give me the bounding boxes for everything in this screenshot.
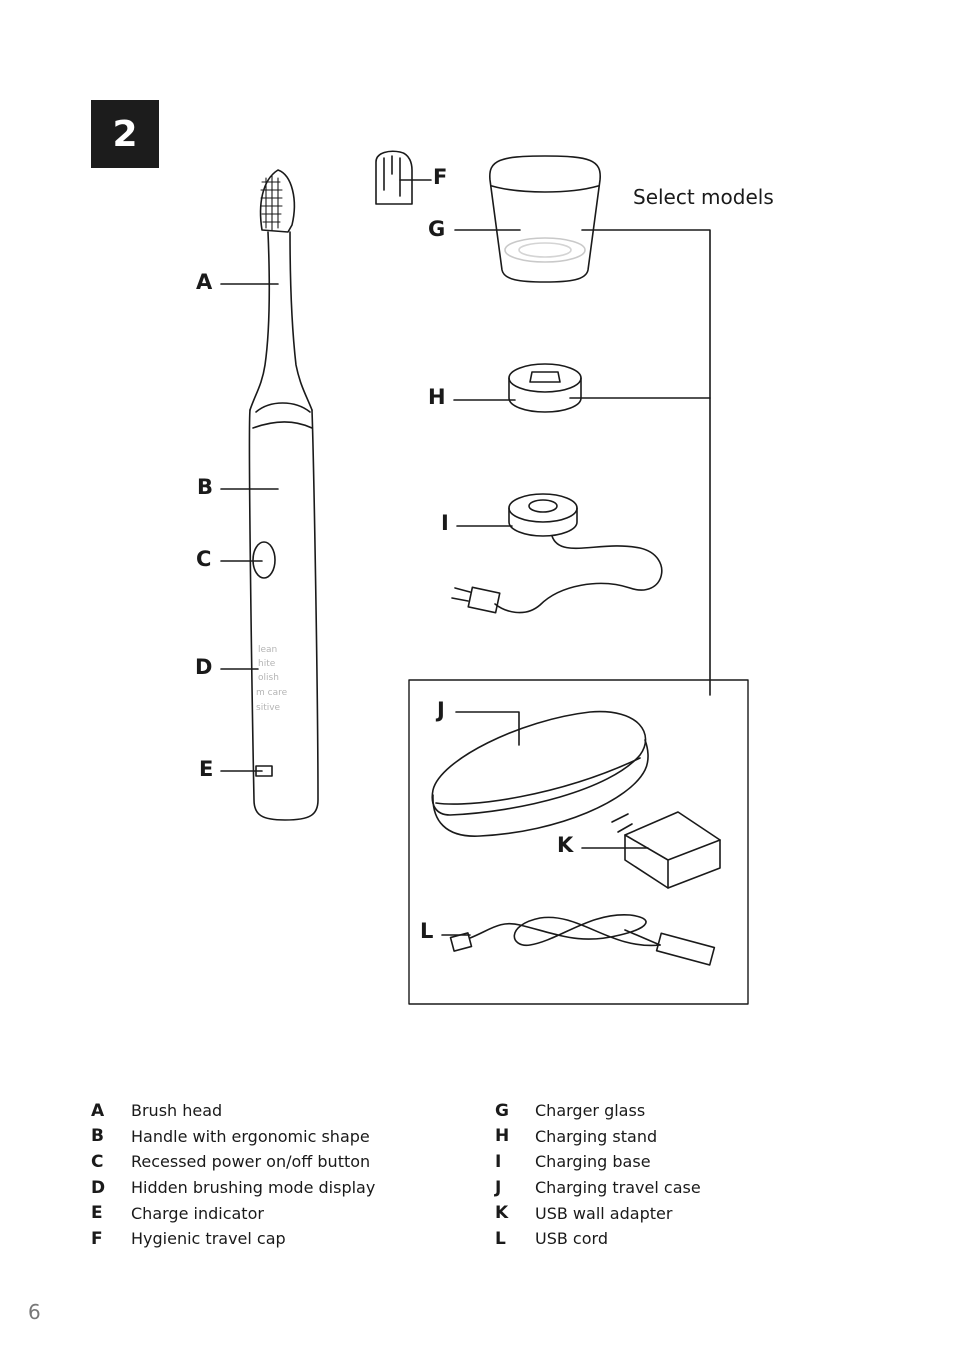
charging-stand-illustration bbox=[508, 363, 582, 413]
legend-key: B bbox=[91, 1126, 104, 1147]
charger-glass-illustration bbox=[489, 155, 601, 283]
legend-right: G Charger glass H Charging stand I Charging… bbox=[495, 1098, 701, 1252]
legend-left: A Brush head B Handle with ergonomic shape… bbox=[91, 1098, 375, 1252]
legend-row: F Hygienic travel cap bbox=[91, 1226, 375, 1252]
mode-text-2: hite bbox=[258, 659, 276, 669]
select-models-box bbox=[408, 679, 749, 1005]
legend-key: J bbox=[495, 1177, 502, 1198]
legend-row: E Charge indicator bbox=[91, 1200, 375, 1226]
legend-row: D Hidden brushing mode display bbox=[91, 1175, 375, 1201]
callout-F: F bbox=[433, 165, 447, 189]
travel-cap-illustration bbox=[375, 150, 413, 205]
legend-text: Hygienic travel cap bbox=[131, 1229, 286, 1249]
callout-A: A bbox=[196, 270, 213, 294]
usb-cord-illustration bbox=[449, 914, 716, 966]
legend-key: A bbox=[91, 1100, 105, 1121]
callout-J: J bbox=[435, 698, 445, 722]
callout-I: I bbox=[441, 511, 449, 535]
legend-row: G Charger glass bbox=[495, 1098, 701, 1124]
legend-row: K USB wall adapter bbox=[495, 1200, 701, 1226]
toothbrush-illustration: lean hite olish m care sitive bbox=[248, 169, 319, 821]
legend-key: C bbox=[91, 1151, 104, 1172]
legend-row: A Brush head bbox=[91, 1098, 375, 1124]
legend-key: D bbox=[91, 1177, 106, 1198]
wall-adapter-illustration bbox=[611, 811, 721, 889]
callout-L: L bbox=[420, 919, 433, 943]
legend-text: Charging base bbox=[535, 1152, 651, 1172]
charging-base-illustration bbox=[451, 493, 663, 614]
legend-text: Hidden brushing mode display bbox=[131, 1178, 376, 1198]
legend-row: B Handle with ergonomic shape bbox=[91, 1124, 375, 1150]
mode-text-4: m care bbox=[256, 688, 288, 698]
mode-text-3: olish bbox=[258, 673, 279, 683]
legend-key: F bbox=[91, 1228, 103, 1249]
legend-key: L bbox=[495, 1228, 506, 1249]
mode-text-5: sitive bbox=[256, 703, 281, 713]
callout-D: D bbox=[195, 655, 212, 679]
legend-text: USB cord bbox=[535, 1229, 608, 1249]
legend-key: E bbox=[91, 1203, 103, 1224]
legend-key: K bbox=[495, 1203, 509, 1224]
travel-case-illustration bbox=[431, 710, 649, 837]
callout-K: K bbox=[557, 833, 574, 857]
mode-text-1: lean bbox=[258, 645, 277, 655]
callout-G: G bbox=[428, 217, 445, 241]
callout-H: H bbox=[428, 385, 446, 409]
legend-row: I Charging base bbox=[495, 1149, 701, 1175]
legend-text: Charging stand bbox=[535, 1126, 658, 1146]
legend-row: J Charging travel case bbox=[495, 1175, 701, 1201]
page-number: 6 bbox=[28, 1300, 41, 1324]
legend-row: H Charging stand bbox=[495, 1124, 701, 1150]
legend-key: H bbox=[495, 1126, 510, 1147]
select-models-label: Select models bbox=[633, 185, 774, 209]
legend-row: L USB cord bbox=[495, 1226, 701, 1252]
legend-text: Charger glass bbox=[535, 1101, 646, 1121]
legend-key: I bbox=[495, 1151, 502, 1172]
legend-key: G bbox=[495, 1100, 509, 1121]
legend-text: Handle with ergonomic shape bbox=[131, 1126, 370, 1146]
legend-text: Charging travel case bbox=[535, 1178, 701, 1198]
callout-B: B bbox=[197, 475, 213, 499]
callout-C: C bbox=[196, 547, 211, 571]
legend-text: Charge indicator bbox=[131, 1203, 264, 1223]
figure-number-badge: 2 bbox=[91, 100, 159, 168]
callout-E: E bbox=[199, 757, 213, 781]
legend-text: Recessed power on/off button bbox=[131, 1152, 371, 1172]
legend-text: USB wall adapter bbox=[535, 1203, 673, 1223]
legend-text: Brush head bbox=[131, 1101, 223, 1121]
legend-row: C Recessed power on/off button bbox=[91, 1149, 375, 1175]
